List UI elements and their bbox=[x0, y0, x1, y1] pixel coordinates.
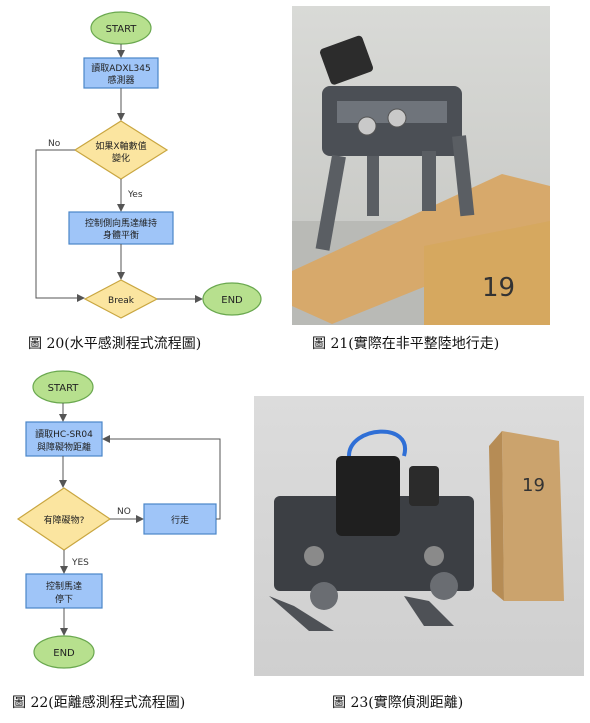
usb-cable bbox=[347, 429, 408, 457]
end-label: END bbox=[221, 295, 243, 306]
read-sensor-label-1: 讀取ADXL345 bbox=[91, 62, 150, 74]
obstacle-label: 有障礙物? bbox=[44, 514, 85, 526]
read-distance-label-1: 讀取HC-SR04 bbox=[35, 428, 93, 440]
figure-21-caption: 圖 21(實際在非平整陸地行走) bbox=[312, 336, 500, 352]
decision-label-1: 如果X軸數值 bbox=[95, 140, 146, 152]
read-distance-box bbox=[25, 421, 103, 457]
yes-label: YES bbox=[71, 558, 89, 568]
walk-label: 行走 bbox=[171, 514, 189, 526]
cardboard-box bbox=[424, 221, 550, 325]
robot-leg bbox=[367, 156, 379, 216]
end-label: END bbox=[53, 648, 75, 659]
robot-body bbox=[274, 496, 474, 591]
break-decision bbox=[83, 279, 159, 319]
robot-leg bbox=[452, 135, 475, 217]
flowchart-distance-sensing: START 讀取HC-SR04 與障礙物距離 有障礙物? NO 行走 YES 控… bbox=[16, 370, 221, 669]
ultrasonic-right bbox=[387, 108, 407, 128]
flowchart-horizontal-sensing: START 讀取ADXL345 感測器 如果X軸數值 變化 No Yes 控制側… bbox=[35, 11, 262, 319]
ultrasonic-left bbox=[357, 116, 377, 136]
read-sensor-box bbox=[83, 57, 159, 89]
yes-label: Yes bbox=[127, 190, 143, 200]
photo-distance-detection-robot: 19 bbox=[254, 396, 584, 676]
start-label: START bbox=[106, 24, 138, 35]
robot-wheel bbox=[310, 582, 338, 610]
control-motor-box bbox=[68, 211, 174, 245]
stop-label-2: 停下 bbox=[55, 593, 73, 605]
box-number: 19 bbox=[522, 475, 545, 496]
break-label: Break bbox=[108, 296, 135, 306]
end-terminal bbox=[33, 635, 95, 669]
walk-box bbox=[143, 503, 217, 535]
decision-label-2: 變化 bbox=[112, 152, 130, 164]
read-distance-label-2: 與障礙物距離 bbox=[37, 441, 91, 453]
robot-battery bbox=[336, 456, 400, 536]
figure-22-caption: 圖 22(距離感測程式流程圖) bbox=[12, 695, 186, 711]
photo-uneven-ground-robot: 19 bbox=[292, 6, 550, 325]
stop-motor-box bbox=[25, 573, 103, 609]
end-terminal bbox=[202, 282, 262, 316]
no-label: No bbox=[48, 139, 61, 149]
control-label-2: 身體平衡 bbox=[103, 229, 139, 241]
robot-foot bbox=[404, 596, 454, 626]
start-label: START bbox=[48, 383, 80, 394]
read-sensor-label-2: 感測器 bbox=[107, 74, 134, 86]
figure-23-caption: 圖 23(實際偵測距離) bbox=[332, 695, 464, 711]
figure-20-caption: 圖 20(水平感測程式流程圖) bbox=[28, 336, 202, 352]
cardboard-box bbox=[502, 431, 564, 601]
control-label-1: 控制側向馬達維持 bbox=[85, 217, 157, 229]
robot-battery bbox=[320, 35, 374, 85]
wooden-ramp bbox=[292, 174, 550, 324]
box-number: 19 bbox=[482, 273, 515, 303]
robot-leg bbox=[315, 154, 346, 251]
robot-foot bbox=[269, 596, 334, 631]
robot-wheel bbox=[430, 572, 458, 600]
robot-leg bbox=[422, 151, 436, 211]
stop-label-1: 控制馬達 bbox=[46, 580, 82, 592]
no-label: NO bbox=[117, 507, 131, 517]
